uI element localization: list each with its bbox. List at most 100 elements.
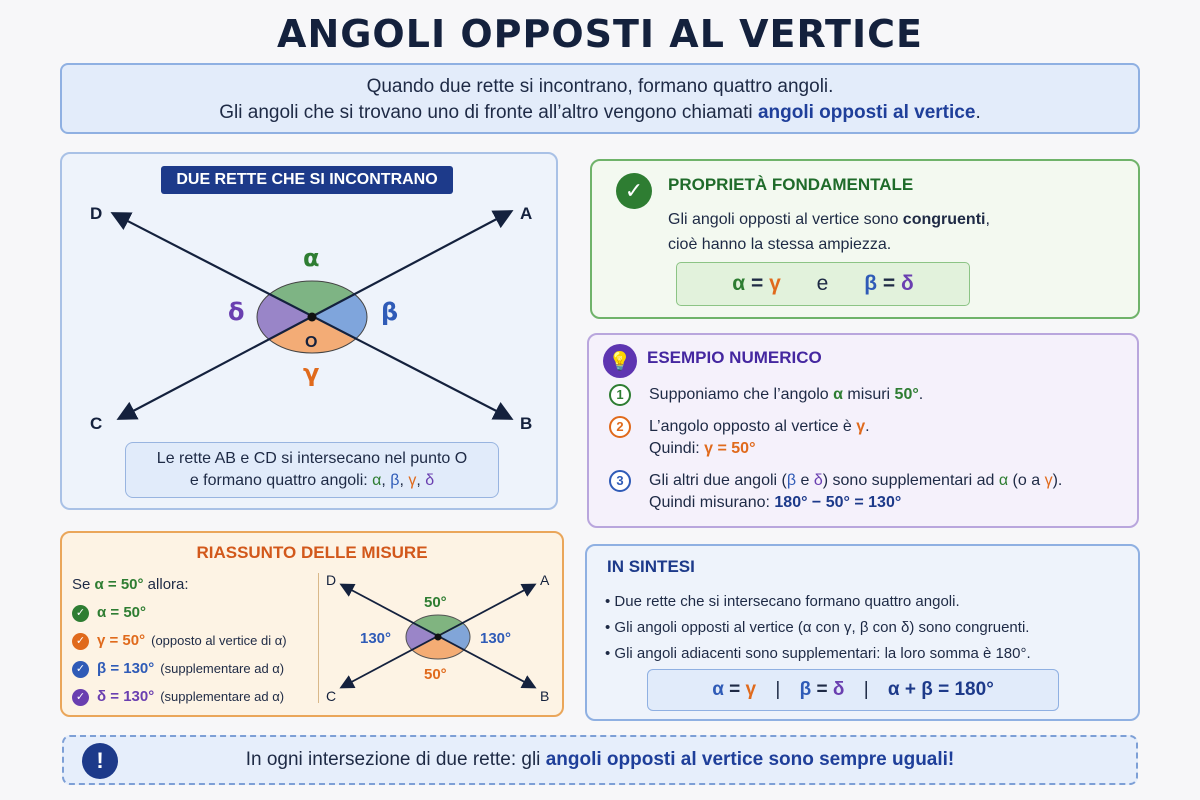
label-c: C xyxy=(90,414,102,433)
intersection-diagram: D A C B O α β γ δ xyxy=(90,204,532,433)
step-text: (o a xyxy=(1008,472,1045,489)
synthesis-item-text: Gli angoli opposti al vertice (α con γ, … xyxy=(614,619,1030,636)
eq-beta: β xyxy=(864,272,878,295)
summary-note: (opposto al vertice di α) xyxy=(151,633,287,648)
step-text: L’angolo opposto al vertice è xyxy=(649,418,857,435)
synthesis-item: • Due rette che si intersecano formano q… xyxy=(605,593,960,610)
summary-divider xyxy=(318,573,319,703)
footer-note: In ogni intersezione di due rette: gli a… xyxy=(62,735,1138,785)
label-b: B xyxy=(520,414,532,433)
label-delta: δ xyxy=(228,298,245,326)
vertex-point xyxy=(434,633,442,641)
property-text-post: , xyxy=(985,211,990,228)
summary-condition: Se α = 50° allora: xyxy=(72,571,287,599)
step-text: . xyxy=(865,418,870,435)
eq-op: = xyxy=(811,679,833,700)
exclamation-icon: ! xyxy=(82,743,118,779)
summary-text: Se xyxy=(72,576,95,593)
caption-line-1: Le rette AB e CD si intersecano nel punt… xyxy=(156,450,468,467)
check-icon: ✓ xyxy=(72,660,89,678)
example-panel: 💡 ESEMPIO NUMERICO 1 Supponiamo che l’an… xyxy=(587,333,1139,528)
synthesis-item: • Gli angoli opposti al vertice (α con γ… xyxy=(605,619,1030,636)
step-gamma: γ xyxy=(1044,472,1053,489)
property-panel: ✓ PROPRIETÀ FONDAMENTALE Gli angoli oppo… xyxy=(590,159,1140,319)
synthesis-item: • Gli angoli adiacenti sono supplementar… xyxy=(605,645,1031,662)
property-text-bold: congruenti xyxy=(902,211,986,228)
synthesis-item-text: Due rette che si intersecano formano qua… xyxy=(614,593,960,610)
step-text: e xyxy=(796,472,814,489)
vertex-point xyxy=(307,312,317,322)
eq-delta: δ xyxy=(900,272,914,295)
example-title: ESEMPIO NUMERICO xyxy=(647,348,822,367)
intro-highlight: angoli opposti al vertice xyxy=(757,102,976,123)
label-c: C xyxy=(326,688,336,704)
intro-box: Quando due rette si incontrano, formano … xyxy=(60,63,1140,134)
step-value: 180° − 50° = 130° xyxy=(774,494,902,511)
property-text-line2: cioè hanno la stessa ampiezza. xyxy=(668,236,892,253)
step-alpha: α xyxy=(833,386,843,403)
synthesis-item-text: Gli angoli adiacenti sono supplementari:… xyxy=(614,645,1031,662)
step-text: ). xyxy=(1052,472,1063,489)
property-text: Gli angoli opposti al vertice sono congr… xyxy=(668,207,1118,257)
footer-highlight: angoli opposti al vertice sono sempre ug… xyxy=(545,749,955,770)
intro-period: . xyxy=(975,102,981,123)
label-d: D xyxy=(326,572,336,588)
eq-and: e xyxy=(816,272,829,295)
summary-note: (supplementare ad α) xyxy=(160,689,285,704)
caption-beta: β xyxy=(390,472,400,489)
step-text: misuri xyxy=(842,386,895,403)
step-delta: δ xyxy=(813,472,823,489)
eq-alpha: α xyxy=(732,272,746,295)
diagram-panel: D A C B O α β γ δ DUE RETTE CHE SI INCON… xyxy=(60,152,558,510)
caption-sep: , xyxy=(381,472,391,489)
summary-title: RIASSUNTO DELLE MISURE xyxy=(196,543,428,562)
label-beta: β xyxy=(381,298,398,326)
intro-line-2: Gli angoli che si trovano uno di fronte … xyxy=(62,100,1138,126)
caption-delta: δ xyxy=(425,472,435,489)
summary-text: allora: xyxy=(143,576,189,593)
footer-text-pre: In ogni intersezione di due rette: gli xyxy=(245,749,546,770)
summary-value: α = 50° xyxy=(94,576,144,593)
caption-sep: , xyxy=(399,472,409,489)
label-right-angle: 130° xyxy=(480,630,511,647)
eq-separator: | xyxy=(863,679,869,700)
eq-op: = xyxy=(723,679,746,700)
synthesis-panel: IN SINTESI • Due rette che si intersecan… xyxy=(585,544,1140,721)
synthesis-list: • Due rette che si intersecano formano q… xyxy=(605,589,1031,667)
label-left-angle: 130° xyxy=(360,630,391,647)
eq-gamma: γ xyxy=(745,679,757,700)
synthesis-title: IN SINTESI xyxy=(607,557,695,576)
summary-item-gamma: ✓γ = 50°(opposto al vertice di α) xyxy=(72,627,287,655)
summary-value: δ = 130° xyxy=(97,688,155,705)
step-gamma: γ xyxy=(856,418,866,435)
eq-alpha: α xyxy=(712,679,724,700)
eq-sum: α + β = 180° xyxy=(887,679,994,700)
caption-line-2: e formano quattro angoli: α, β, γ, δ xyxy=(126,470,498,492)
eq-delta: δ xyxy=(832,679,845,700)
step-beta: β xyxy=(786,472,797,489)
summary-item-alpha: ✓α = 50° xyxy=(72,599,287,627)
summary-value: γ = 50° xyxy=(97,632,146,649)
summary-list: Se α = 50° allora: ✓α = 50° ✓γ = 50°(opp… xyxy=(72,571,287,711)
synthesis-equations: α = γ | β = δ | α + β = 180° xyxy=(647,669,1059,711)
summary-value: β = 130° xyxy=(97,660,155,677)
property-title: PROPRIETÀ FONDAMENTALE xyxy=(668,175,914,194)
label-a: A xyxy=(540,572,550,588)
step-number: 1 xyxy=(609,384,631,406)
line-cd xyxy=(114,214,120,418)
label-d: D xyxy=(90,204,102,223)
step-text: Quindi misurano: xyxy=(649,494,775,511)
label-o: O xyxy=(305,334,317,351)
eq-gamma: γ xyxy=(769,272,781,295)
label-top-angle: 50° xyxy=(424,594,447,611)
intro-text: Gli angoli che si trovano uno di fronte … xyxy=(219,102,758,123)
label-b: B xyxy=(540,688,549,704)
summary-panel: RIASSUNTO DELLE MISURE Se α = 50° allora… xyxy=(60,531,564,717)
step-number: 3 xyxy=(609,470,631,492)
caption-text: e formano quattro angoli: xyxy=(189,472,373,489)
caption-sep: , xyxy=(416,472,426,489)
step-number: 2 xyxy=(609,416,631,438)
check-icon: ✓ xyxy=(72,604,89,622)
label-a: A xyxy=(520,204,532,223)
step-text: . xyxy=(918,386,924,403)
